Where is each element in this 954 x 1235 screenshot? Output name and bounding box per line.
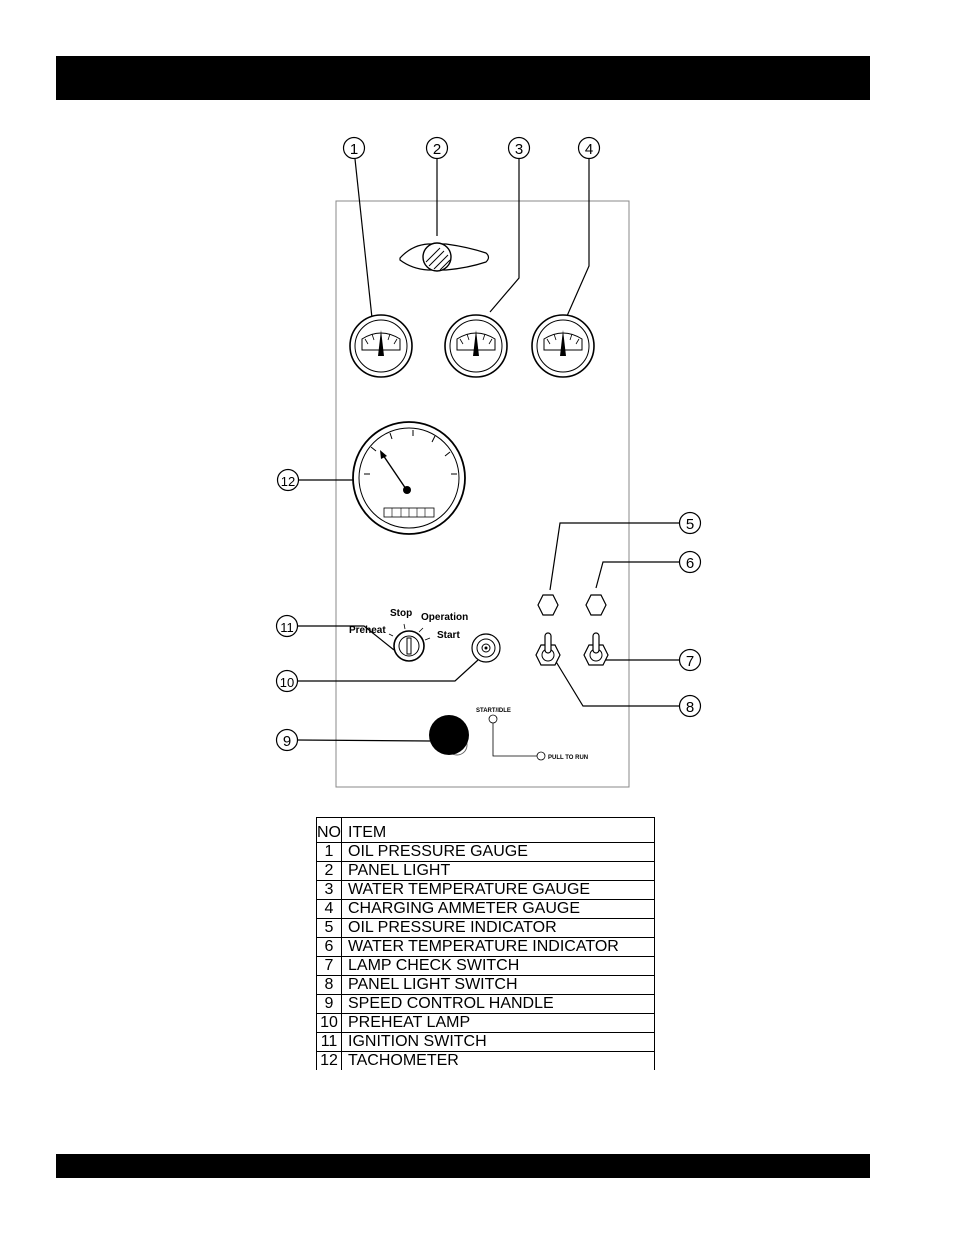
legend-no: 4 (316, 899, 342, 919)
legend-item: OIL PRESSURE GAUGE (341, 842, 655, 862)
callout-9: 9 (283, 733, 291, 750)
legend-item: SPEED CONTROL HANDLE (341, 994, 655, 1014)
stop-position-label: Stop (390, 608, 412, 619)
preheat-position-label: Preheat (349, 625, 386, 636)
callout-7: 7 (686, 653, 694, 670)
callout-10: 10 (280, 675, 294, 690)
speed-control-handle-drawing (429, 714, 546, 761)
water-temperature-indicator-drawing (585, 594, 607, 616)
legend-no: 5 (316, 918, 342, 938)
legend-no: 9 (316, 994, 342, 1014)
legend-item: PANEL LIGHT (341, 861, 655, 881)
lamp-check-switch-drawing (583, 632, 609, 666)
legend-header-row: NO ITEM (316, 817, 655, 843)
charging-ammeter-gauge-drawing (531, 314, 595, 378)
legend-no: 3 (316, 880, 342, 900)
panel-light-switch-drawing (535, 632, 561, 666)
legend-no: 6 (316, 937, 342, 957)
start-position-label: Start (437, 630, 460, 641)
legend-item: TACHOMETER (341, 1051, 655, 1070)
operation-position-label: Operation (421, 612, 468, 623)
panel-light-drawing (399, 242, 490, 272)
callout-8: 8 (686, 699, 694, 716)
ignition-switch-drawing (388, 623, 431, 662)
legend-no: 7 (316, 956, 342, 976)
legend-header-item: ITEM (341, 817, 655, 843)
callout-1: 1 (350, 141, 358, 158)
callout-5: 5 (686, 516, 694, 533)
legend-item: LAMP CHECK SWITCH (341, 956, 655, 976)
callout-4: 4 (585, 141, 593, 158)
start-idle-label: START/IDLE (476, 708, 511, 714)
legend-item: CHARGING AMMETER GAUGE (341, 899, 655, 919)
oil-pressure-gauge-drawing (349, 314, 413, 378)
callout-3: 3 (515, 141, 523, 158)
oil-pressure-indicator-drawing (537, 594, 559, 616)
callout-12: 12 (281, 474, 295, 489)
legend-item: IGNITION SWITCH (341, 1032, 655, 1052)
legend-no: 8 (316, 975, 342, 995)
header-bar (56, 56, 870, 100)
tachometer-drawing (352, 421, 466, 535)
preheat-lamp-drawing (471, 633, 501, 663)
legend-item: WATER TEMPERATURE INDICATOR (341, 937, 655, 957)
callout-11: 11 (280, 620, 294, 635)
legend-no: 1 (316, 842, 342, 862)
legend-no: 11 (316, 1032, 342, 1052)
legend-item: WATER TEMPERATURE GAUGE (341, 880, 655, 900)
legend-item: OIL PRESSURE INDICATOR (341, 918, 655, 938)
legend-no: 10 (316, 1013, 342, 1033)
footer-bar (56, 1154, 870, 1178)
callout-6: 6 (686, 555, 694, 572)
callout-2: 2 (433, 141, 441, 158)
legend-item: PREHEAT LAMP (341, 1013, 655, 1033)
legend-no: 2 (316, 861, 342, 881)
pull-to-run-label: PULL TO RUN (548, 755, 588, 761)
leader-lines (296, 158, 679, 742)
panel-outline (335, 200, 630, 788)
legend-header-no: NO (316, 817, 342, 843)
legend-no: 12 (316, 1051, 342, 1070)
legend-item: PANEL LIGHT SWITCH (341, 975, 655, 995)
water-temperature-gauge-drawing (444, 314, 508, 378)
